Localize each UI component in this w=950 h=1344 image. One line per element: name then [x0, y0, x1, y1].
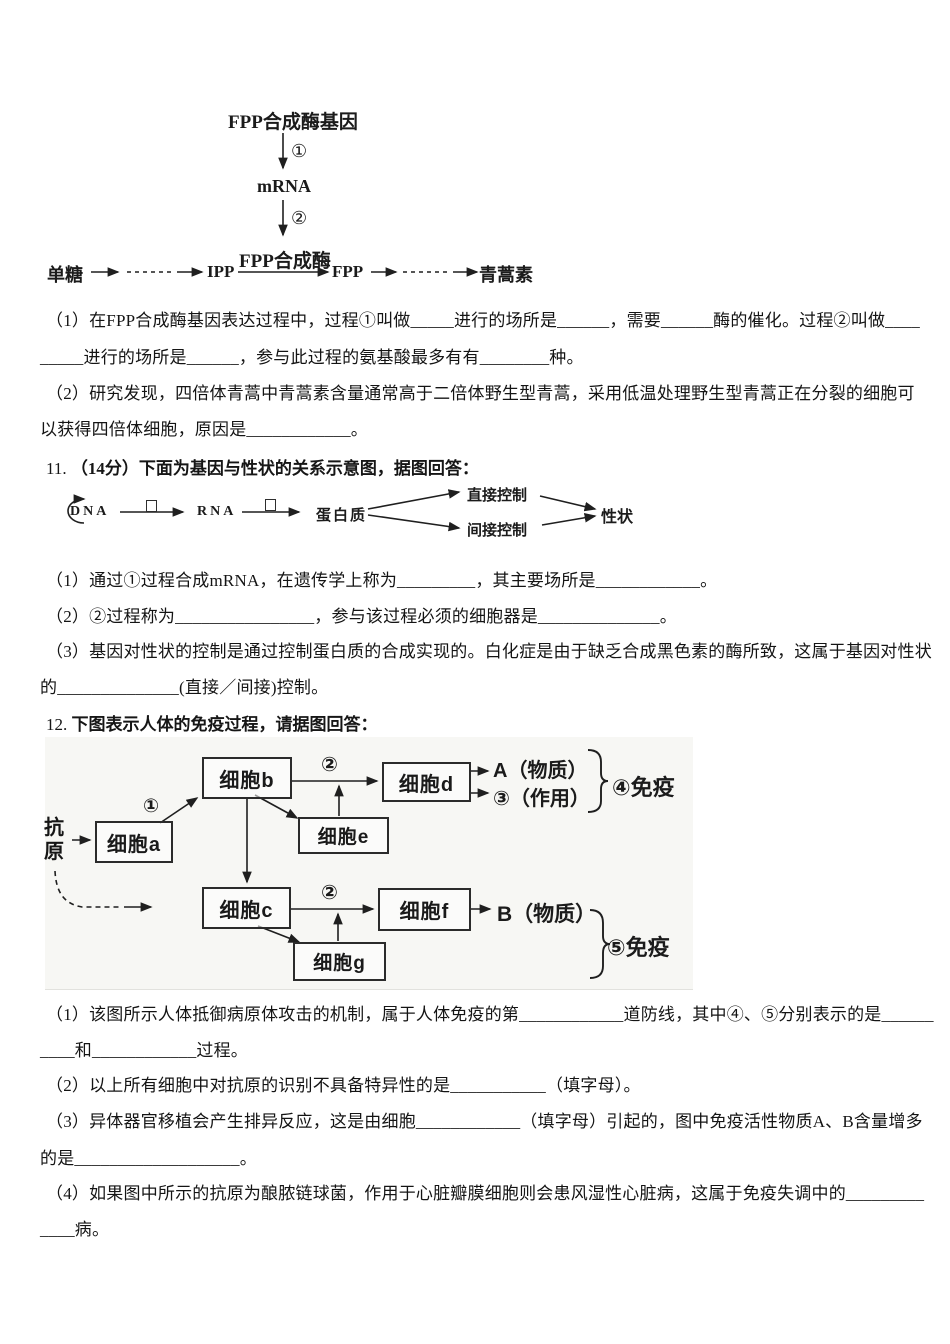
- cell-b-box: 细胞b: [202, 757, 292, 799]
- immune-step2-bottom-marker: ②: [321, 882, 338, 904]
- q10-line4: 以获得四倍体细胞，原因是____________。: [40, 420, 368, 439]
- arrow-direct-to-trait: [539, 495, 597, 512]
- trait-label: 性状: [601, 509, 634, 526]
- q10-line3: （2）研究发现，四倍体青蒿中青蒿素含量通常高于二倍体野生型青蒿，采用低温处理野生…: [46, 384, 915, 403]
- arrow-protein-to-direct: [367, 489, 461, 510]
- effect-3-label: ③（作用）: [493, 788, 590, 810]
- q11-line3: （3）基因对性状的控制是通过控制蛋白质的合成实现的。白化症是由于缺乏合成黑色素的…: [46, 642, 932, 661]
- dna-label: DNA: [70, 504, 110, 519]
- indirect-control-label: 间接控制: [467, 523, 528, 539]
- immune-step1-marker: ①: [143, 796, 160, 817]
- q12-number: 12.: [46, 715, 68, 734]
- arrow-protein-to-indirect: [367, 514, 461, 532]
- fpp-gene-label: FPP合成酶基因: [228, 112, 358, 133]
- protein-label: 蛋白质: [316, 508, 368, 524]
- artemisinin-label: 青蒿素: [479, 265, 533, 285]
- cell-f-box: 细胞f: [378, 888, 471, 931]
- process1-box: [146, 500, 157, 512]
- fpp-step2-marker: ②: [291, 208, 308, 228]
- q11-line4: 的______________(直接／间接)控制。: [40, 678, 329, 697]
- direct-control-label: 直接控制: [467, 488, 528, 504]
- rna-label: RNA: [197, 504, 237, 519]
- cell-g-box: 细胞g: [293, 942, 386, 981]
- substance-A-label: A（物质）: [493, 760, 588, 782]
- q10-line1: （1）在FPP合成酶基因表达过程中，过程①叫做_____进行的场所是______…: [46, 311, 920, 330]
- immunity-4-label: ④免疫: [612, 775, 675, 800]
- process2-box: [265, 499, 276, 511]
- q12-line3: （2）以上所有细胞中对抗原的识别不具备特异性的是___________（填字母）…: [46, 1076, 641, 1095]
- cell-d-box: 细胞d: [382, 762, 471, 802]
- substance-B-label: B（物质）: [497, 903, 597, 926]
- q12-line4: （3）异体器官移植会产生排异反应，这是由细胞____________（填字母）引…: [46, 1112, 923, 1131]
- cell-e-box: 细胞e: [298, 817, 389, 854]
- q12-header: 12. 下图表示人体的免疫过程，请据图回答：: [46, 710, 378, 735]
- monosaccharide-label: 单糖: [47, 265, 83, 285]
- q12-header-text: 下图表示人体的免疫过程，请据图回答：: [71, 715, 378, 734]
- q11-line1: （1）通过①过程合成mRNA，在遗传学上称为_________，其主要场所是__…: [46, 571, 718, 590]
- cell-a-box: 细胞a: [95, 821, 173, 863]
- q11-header-text: （14分）下面为基因与性状的关系示意图，据图回答：: [70, 459, 479, 478]
- immune-step2-top-marker: ②: [321, 754, 338, 776]
- arrow-indirect-to-trait: [541, 513, 597, 526]
- q12-line2: ____和____________过程。: [40, 1041, 248, 1060]
- fpp-label: FPP: [332, 262, 364, 281]
- mrna-label: mRNA: [257, 176, 311, 196]
- q12-line6: （4）如果图中所示的抗原为酿脓链球菌，作用于心脏瓣膜细胞则会患风湿性心脏病，这属…: [46, 1184, 925, 1203]
- immunity-5-label: ⑤免疫: [607, 935, 670, 960]
- q12-line5: 的是___________________。: [40, 1149, 257, 1168]
- fpp-step1-marker: ①: [291, 141, 308, 161]
- q11-number: 11.: [46, 459, 67, 478]
- fpp-enzyme-label: FPP合成酶: [239, 251, 331, 272]
- ipp-label: IPP: [207, 262, 235, 281]
- q12-line7: ____病。: [40, 1220, 110, 1239]
- q11-header: 11. （14分）下面为基因与性状的关系示意图，据图回答：: [46, 454, 479, 479]
- cell-c-box: 细胞c: [202, 887, 291, 929]
- q12-line1: （1）该图所示人体抵御病原体攻击的机制，属于人体免疫的第____________…: [46, 1005, 934, 1024]
- q10-line2: _____进行的场所是______，参与此过程的氨基酸最多有有________种…: [40, 348, 584, 367]
- antigen-label: 抗原: [44, 817, 64, 863]
- q11-line2: （2）②过程称为________________，参与该过程必须的细胞器是___…: [46, 607, 677, 626]
